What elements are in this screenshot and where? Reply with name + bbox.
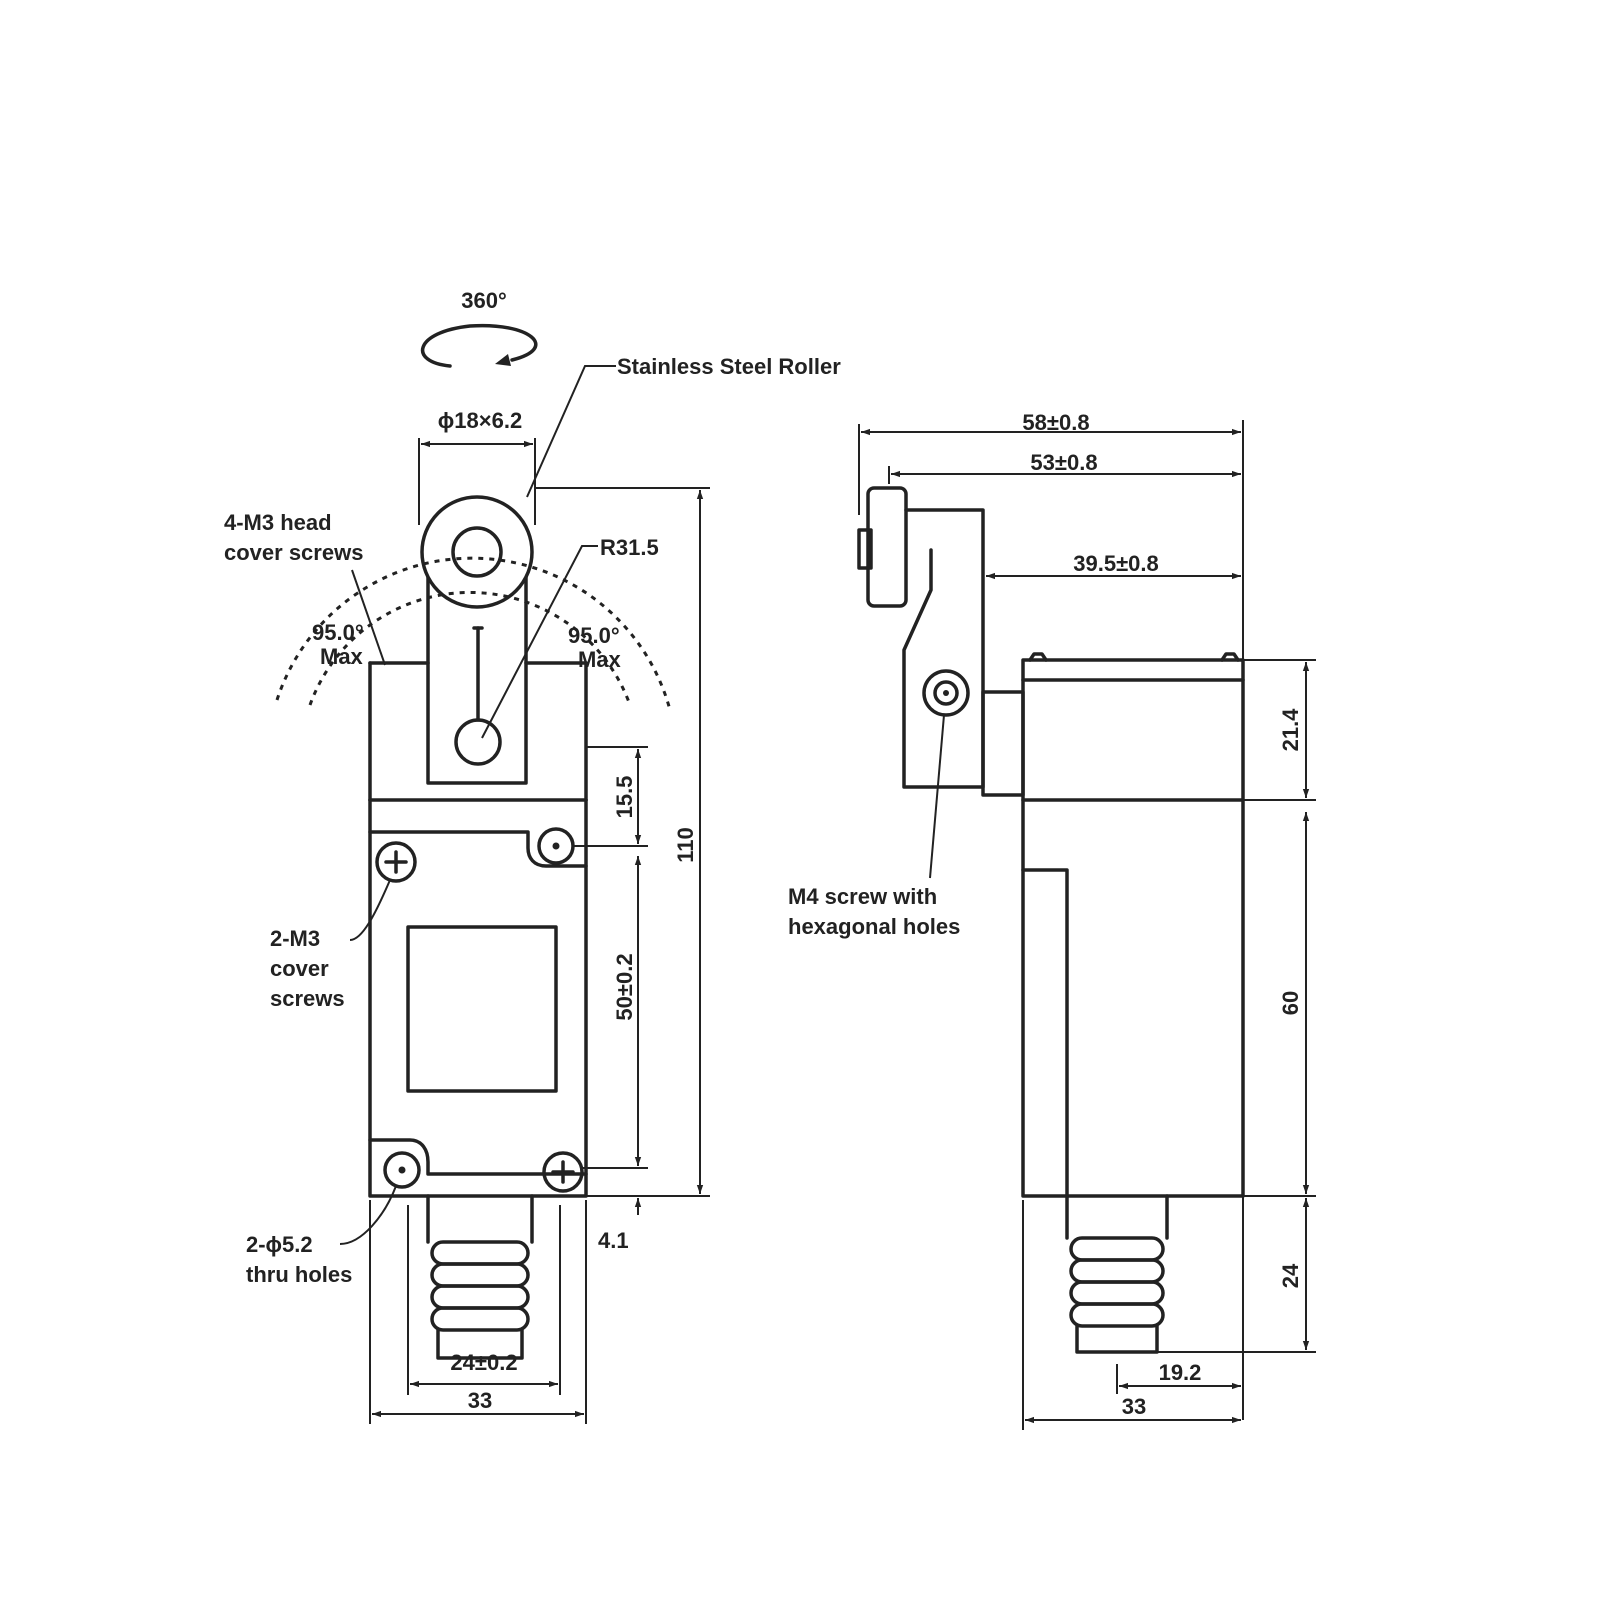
cover-screw-bottom-icon: [542, 1151, 584, 1193]
m4-screw-icon: [922, 669, 970, 717]
dim-53-label: 53±0.8: [1030, 450, 1097, 475]
cover-screw-top-icon: [375, 841, 417, 883]
angle-left-max: Max: [320, 644, 364, 669]
thru-holes-leader: [339, 1185, 397, 1245]
cover-screws-line3: screws: [270, 986, 345, 1011]
roller-label: Stainless Steel Roller: [617, 354, 841, 379]
dim-19-2-label: 19.2: [1159, 1360, 1202, 1385]
swing-arc-outer: [275, 556, 672, 711]
rotation-label: 360°: [461, 288, 507, 313]
dim-21-4-label: 21.4: [1278, 708, 1303, 752]
roller-dim-label: ϕ18×6.2: [438, 408, 522, 433]
angle-left-value: 95.0°: [312, 620, 364, 645]
radius-label: R31.5: [600, 535, 659, 560]
roller: [420, 495, 534, 609]
m4-label-line1: M4 screw with: [788, 884, 937, 909]
dim-58-label: 58±0.8: [1022, 410, 1089, 435]
switch-body: [368, 798, 588, 1198]
dim-4-1-label: 4.1: [598, 1228, 629, 1253]
pivot-circle: [454, 718, 502, 766]
dim-50-label: 50±0.2: [612, 953, 637, 1020]
thru-hole-bottom-icon: [383, 1151, 421, 1189]
dim-39-5-label: 39.5±0.8: [1073, 551, 1158, 576]
cover-screws-line1: 2-M3: [270, 926, 320, 951]
angle-right-value: 95.0°: [568, 623, 620, 648]
m4-leader: [929, 714, 945, 879]
head-screws-line1: 4-M3 head: [224, 510, 332, 535]
thru-holes-line1: 2-ϕ5.2: [246, 1232, 313, 1257]
dim-24-label: 24±0.2: [450, 1350, 517, 1375]
actuator-boot: [426, 1194, 534, 1360]
radius-leader: [481, 545, 598, 739]
shaft-collar: [981, 690, 1025, 797]
dim-33-label: 33: [468, 1388, 492, 1413]
roller-leader: [526, 365, 616, 498]
thru-hole-top-icon: [537, 827, 575, 865]
rotation-arrow-icon: [420, 323, 538, 368]
front-view: 360° Stainless Steel Roller ϕ18×6.2 4-M3…: [224, 288, 841, 1424]
thru-holes-line2: thru holes: [246, 1262, 352, 1287]
head-screws-leader: [351, 569, 386, 666]
side-actuator-boot: [1065, 1194, 1169, 1354]
dim-33-side-label: 33: [1122, 1394, 1146, 1419]
cover-screws-line2: cover: [270, 956, 329, 981]
swing-arc-inner: [308, 591, 632, 706]
lever-side: [902, 508, 985, 789]
head-screws-line2: cover screws: [224, 540, 363, 565]
dim-15-5-label: 15.5: [612, 776, 637, 819]
dim-24-side-label: 24: [1278, 1263, 1303, 1288]
dim-60-label: 60: [1278, 991, 1303, 1015]
side-body: [1021, 652, 1245, 1198]
m4-label-line2: hexagonal holes: [788, 914, 960, 939]
roller-side: [857, 486, 908, 608]
side-view: 58±0.8 53±0.8 39.5±0.8 M4 screw with hex…: [788, 410, 1316, 1430]
dim-110-label: 110: [673, 827, 698, 863]
cover-screws-leader: [349, 879, 391, 941]
